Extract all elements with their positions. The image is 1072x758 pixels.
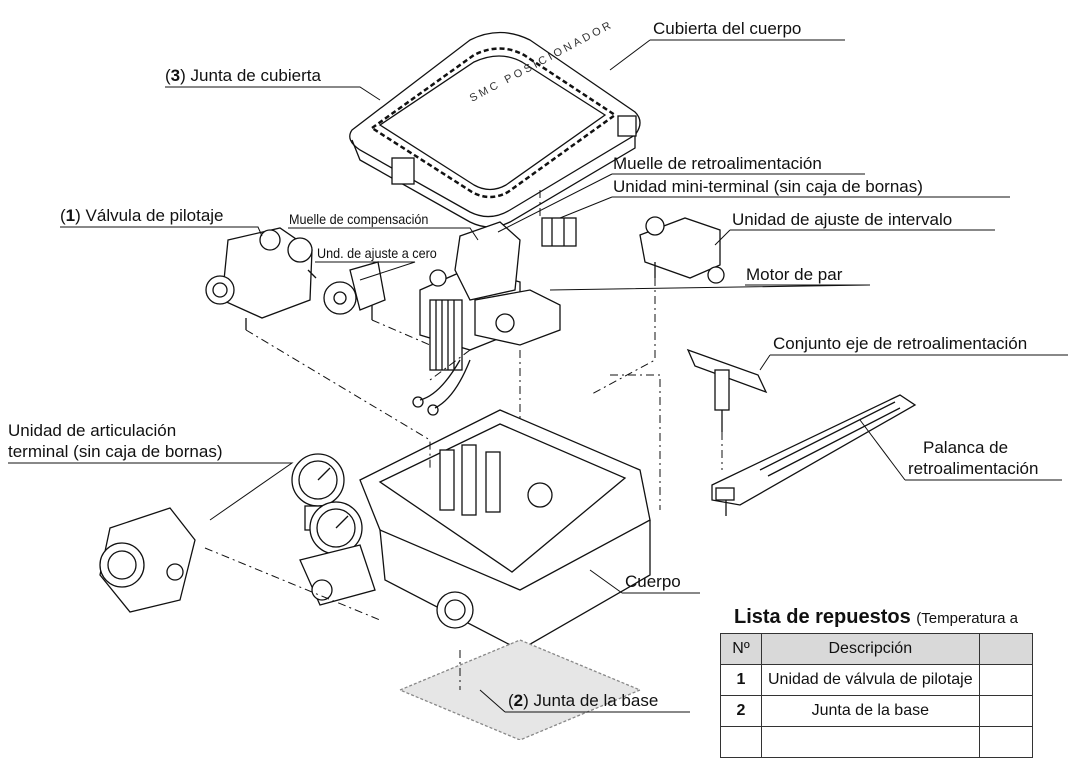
main-body-drawing [359,409,651,651]
table-cell-description: Junta de la base [761,695,980,727]
label-base-gasket-text: Junta de la base [533,691,659,710]
table-row [720,726,1033,758]
parts-table-header-extra [978,633,1033,665]
label-cover-gasket: (3) Junta de cubierta [165,66,321,85]
zero-adjust-drawing [323,261,386,320]
span-adjust-drawing [639,216,725,284]
table-cell-no [720,726,762,758]
pilot-valve-drawing [205,227,317,330]
table-cell-extra [978,695,1033,727]
table-cell-extra [978,726,1033,758]
label-cover-gasket-number: 3 [170,66,181,85]
table-row: 1 Unidad de válvula de pilotaje [720,664,1033,696]
label-mini-terminal: Unidad mini-terminal (sin caja de bornas… [613,177,923,196]
parts-table-header-description: Descripción [761,633,980,665]
label-zero-adjust: Und. de ajuste a cero [317,245,437,261]
parts-table-header-row: Nº Descripción [720,633,1033,665]
table-cell-no: 2 [720,695,762,727]
parts-list-note: (Temperatura a [916,610,1018,627]
label-terminal-linkage-line1: Unidad de articulación [8,421,177,440]
terminal-linkage-drawing [99,507,196,613]
label-torque-motor: Motor de par [746,265,843,284]
label-span-adjust: Unidad de ajuste de intervalo [732,210,953,229]
label-feedback-spring: Muelle de retroalimentación [613,154,822,173]
parts-list-title: Lista de repuestos (Temperatura a [734,606,1018,629]
label-feedback-shaft: Conjunto eje de retroalimentación [773,334,1028,353]
feedback-shaft-drawing [686,348,768,432]
torque-motor-drawing [412,221,561,416]
parts-list-title-text: Lista de repuestos [734,606,911,628]
table-cell-no: 1 [720,664,762,696]
gauges-drawing [291,453,376,606]
label-feedback-lever-line1: Palanca de [923,438,1009,457]
label-feedback-lever-line2: retroalimentación [908,459,1039,478]
exploded-view-drawing: SMC POSICIONADOR [8,18,1068,740]
label-base-gasket-number: 2 [513,691,524,710]
label-base-gasket: (2) Junta de la base [508,691,659,710]
label-pilot-valve: (1) Válvula de pilotaje [60,206,224,225]
label-terminal-linkage-line2: terminal (sin caja de bornas) [8,442,223,461]
label-compensation-spring: Muelle de compensación [289,211,429,227]
body-cover-drawing: SMC POSICIONADOR [349,18,641,228]
base-gasket-drawing [398,639,642,740]
label-pilot-valve-number: 1 [65,206,76,225]
parts-table-header-no: Nº [720,633,762,665]
label-pilot-valve-text: Válvula de pilotaje [85,206,224,225]
table-cell-description [761,726,980,758]
label-body: Cuerpo [625,572,681,591]
label-cover-gasket-text: Junta de cubierta [190,66,321,85]
mini-terminal-drawing [541,217,577,247]
table-cell-description: Unidad de válvula de pilotaje [761,664,980,696]
table-row: 2 Junta de la base [720,695,1033,727]
label-body-cover: Cubierta del cuerpo [653,19,802,38]
parts-list-table: Nº Descripción 1 Unidad de válvula de pi… [720,633,1033,758]
table-cell-extra [978,664,1033,696]
feedback-lever-drawing [711,394,917,516]
